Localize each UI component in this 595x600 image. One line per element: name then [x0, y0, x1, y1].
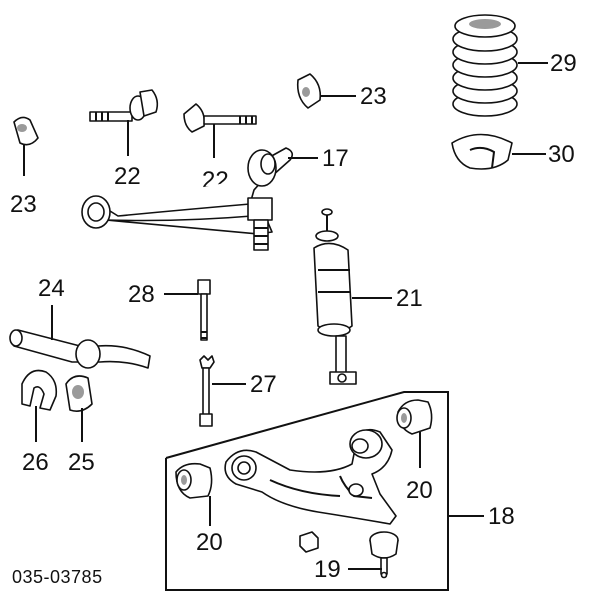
cam-bolt-right — [183, 103, 257, 133]
callout-lower-arm: 18 — [488, 503, 515, 530]
lower-bushing-left — [175, 462, 213, 499]
shock-absorber — [313, 208, 357, 385]
nut — [299, 531, 319, 553]
diagram-code: 035-03785 — [12, 567, 103, 587]
callout-washer-right: 23 — [360, 83, 387, 110]
cam-bolt-left — [89, 89, 159, 122]
lower-bushing-right — [396, 399, 433, 435]
cam-washer-right — [296, 73, 322, 109]
link-bolt — [197, 279, 211, 341]
stabilizer-link — [199, 355, 215, 427]
cam-washer-left — [13, 116, 39, 146]
callout-bushing-left: 20 — [196, 529, 223, 556]
callout-isolator: 30 — [548, 141, 575, 168]
callout-link-bolt: 28 — [128, 281, 155, 308]
callout-upper-arm: 17 — [322, 145, 349, 172]
callout-bushing: 25 — [68, 449, 95, 476]
callout-spring: 29 — [550, 50, 577, 77]
lower-control-arm — [224, 428, 397, 525]
ball-joint — [369, 531, 399, 579]
callout-shock: 21 — [396, 285, 423, 312]
stabilizer-bushing — [65, 375, 93, 412]
coil-spring — [452, 14, 518, 117]
stabilizer-bracket — [21, 369, 58, 411]
stabilizer-bar — [9, 329, 151, 369]
lower-arm-frame — [165, 391, 449, 591]
callout-washer-left: 23 — [10, 191, 37, 218]
callout-bolt-left: 22 — [114, 163, 141, 190]
spring-isolator — [451, 133, 513, 170]
callout-ball-joint: 19 — [314, 556, 341, 583]
upper-control-arm — [81, 147, 294, 251]
callout-link: 27 — [250, 371, 277, 398]
callout-stab-bar: 24 — [38, 275, 65, 302]
callout-bracket: 26 — [22, 449, 49, 476]
callout-bushing-right: 20 — [406, 477, 433, 504]
